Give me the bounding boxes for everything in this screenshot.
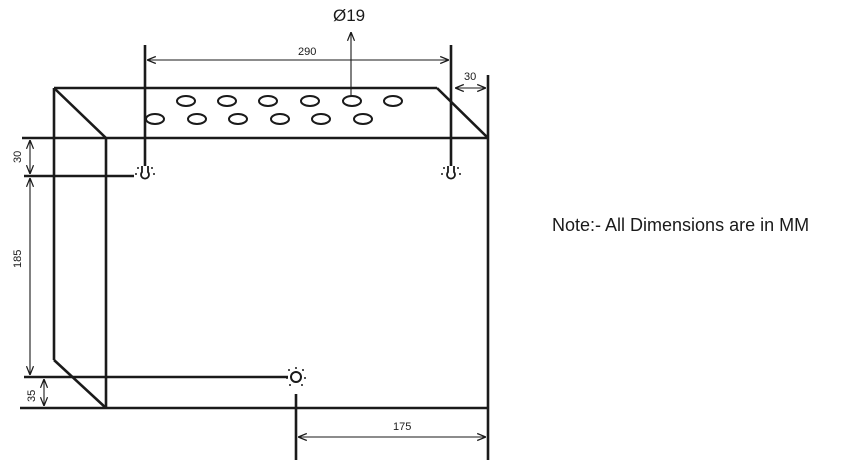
dimension-top-width: 290	[147, 46, 449, 60]
dimension-left-height: 185	[12, 178, 30, 375]
dimension-bottom-width-label: 175	[393, 421, 411, 433]
dimension-left-top: 30	[12, 140, 30, 174]
mounting-hole-right	[441, 138, 461, 180]
dimension-top-right-label: 30	[464, 71, 476, 83]
cable-holes	[145, 95, 403, 125]
dimension-left-bottom: 35	[26, 379, 44, 406]
dimension-top-width-label: 290	[298, 46, 316, 58]
dimension-left-height-label: 185	[12, 250, 24, 268]
dimension-left-top-label: 30	[12, 151, 24, 163]
dimension-bottom-width: 175	[294, 394, 490, 460]
dimension-left-bottom-label: 35	[26, 390, 38, 402]
dimension-top-right: 30	[455, 71, 486, 88]
mounting-hole-bottom	[286, 367, 306, 386]
hole-diameter-label: Ø19	[333, 6, 365, 25]
units-note: Note:- All Dimensions are in MM	[552, 215, 809, 235]
enclosure-outline	[20, 45, 490, 410]
mounting-hole-left	[135, 138, 155, 180]
hole-diameter-callout: Ø19	[333, 6, 365, 97]
